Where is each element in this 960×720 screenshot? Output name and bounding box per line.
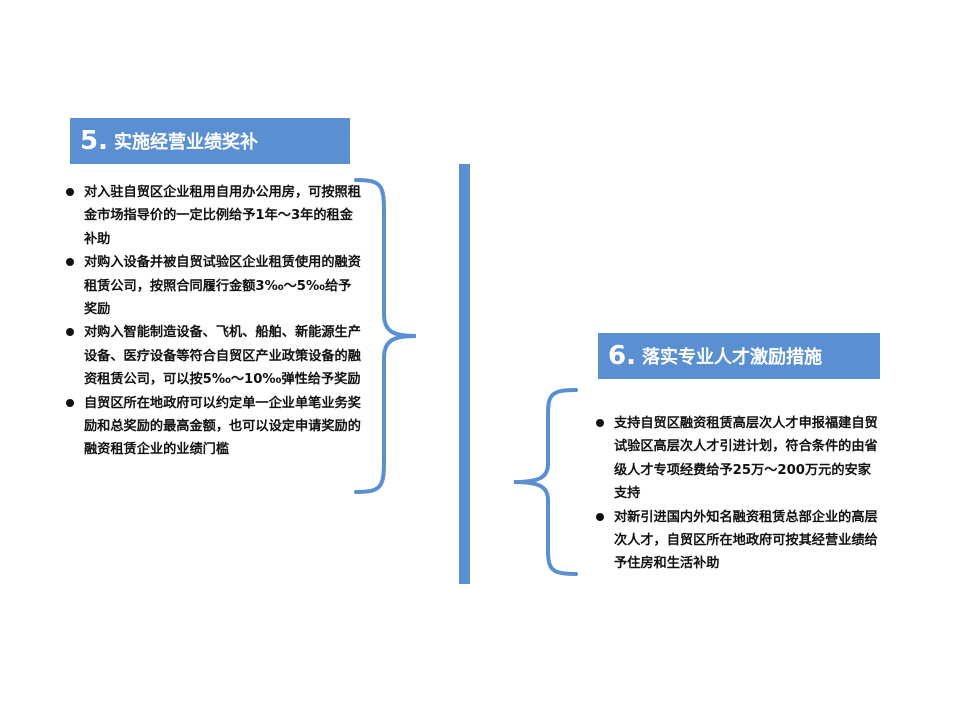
section-6-header: 6. 落实专业人才激励措施 — [598, 333, 880, 379]
section-5-brace — [354, 178, 417, 494]
section-6-number: 6. — [608, 341, 636, 371]
section-6-item: 对新引进国内外知名融资租赁总部企业的高层次人才，自贸区所在地政府可按其经营业绩给… — [594, 506, 884, 576]
section-5-item: 对购入智能制造设备、飞机、船舶、新能源生产设备、医疗设备等符合自贸区产业政策设备… — [64, 321, 364, 391]
section-5-title: 实施经营业绩奖补 — [113, 132, 258, 153]
section-5-item: 对入驻自贸区企业租用自用办公用房，可按照租金市场指导价的一定比例给予1年～3年的… — [64, 181, 364, 251]
section-6-title: 落实专业人才激励措施 — [641, 347, 822, 368]
center-divider — [459, 164, 470, 584]
section-5-list: 对入驻自贸区企业租用自用办公用房，可按照租金市场指导价的一定比例给予1年～3年的… — [64, 181, 364, 462]
section-5-item: 自贸区所在地政府可以约定单一企业单笔业务奖励和总奖励的最高金额，也可以设定申请奖… — [64, 392, 364, 462]
section-5-header: 5. 实施经营业绩奖补 — [70, 118, 350, 164]
section-6-brace — [513, 388, 578, 576]
section-5-item: 对购入设备并被自贸试验区企业租赁使用的融资租赁公司，按照合同履行金额3‰～5‰给… — [64, 251, 364, 321]
section-5-number: 5. — [80, 126, 108, 156]
section-6-item: 支持自贸区融资租赁高层次人才申报福建自贸试验区高层次人才引进计划，符合条件的由省… — [594, 412, 884, 506]
section-6-list: 支持自贸区融资租赁高层次人才申报福建自贸试验区高层次人才引进计划，符合条件的由省… — [594, 412, 884, 576]
